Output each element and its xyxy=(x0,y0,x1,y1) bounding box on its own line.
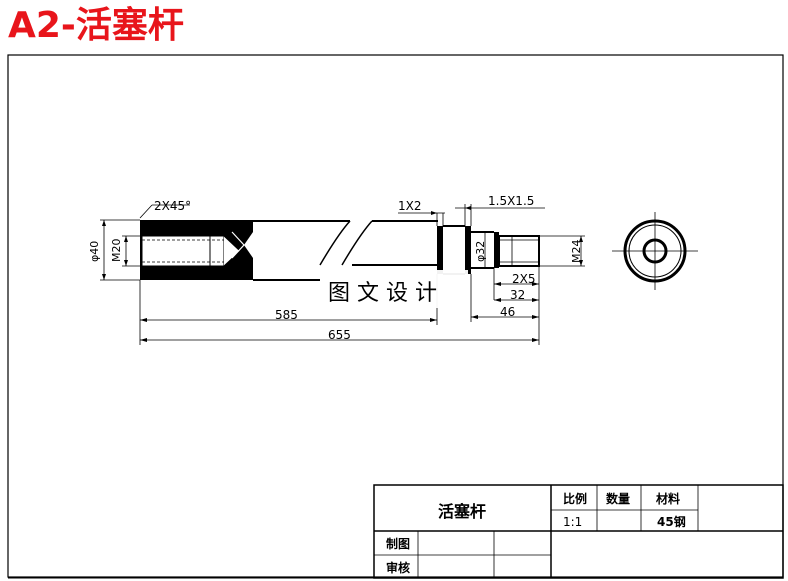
break-line-left xyxy=(319,220,351,266)
watermark-bg xyxy=(322,270,468,308)
title-block xyxy=(373,484,784,579)
dim-diameter-40: φ40 xyxy=(88,241,101,262)
dim-diameter-32: φ32 xyxy=(474,241,487,262)
title-block-material-value: 45钢 xyxy=(657,514,686,529)
dim-len-46: 46 xyxy=(500,305,515,319)
dimension-arrows xyxy=(102,206,583,342)
title-block-quantity-label: 数量 xyxy=(606,491,630,506)
title-block-scale-value: 1:1 xyxy=(563,515,582,529)
dim-len-32: 32 xyxy=(510,288,525,302)
watermark-text: 图 文 设 计 xyxy=(328,281,437,306)
title-block-scale-label: 比例 xyxy=(563,491,587,506)
threaded-end xyxy=(498,235,540,267)
dim-groove-1x2: 1X2 xyxy=(398,199,422,213)
dim-thread-m24: M24 xyxy=(570,240,583,264)
end-view xyxy=(612,212,698,290)
title-block-checked-label: 审核 xyxy=(386,560,410,575)
rod-section-left xyxy=(140,220,253,280)
break-line-right xyxy=(341,220,373,266)
dim-len-655: 655 xyxy=(328,328,351,342)
sheet-border xyxy=(7,54,784,578)
dim-thread-m20: M20 xyxy=(110,239,123,263)
title-block-part-name: 活塞杆 xyxy=(438,502,486,521)
rod-shoulder xyxy=(437,225,499,275)
dim-groove-15x15: 1.5X1.5 xyxy=(488,194,534,208)
title-block-drawn-label: 制图 xyxy=(386,536,410,551)
page-title: A2-活塞杆 xyxy=(8,5,184,46)
title-block-material-label: 材料 xyxy=(655,491,680,506)
dim-groove-2x5: 2X5 xyxy=(512,272,536,286)
dim-len-585: 585 xyxy=(275,308,298,322)
dim-chamfer: 2X45° xyxy=(154,199,191,213)
